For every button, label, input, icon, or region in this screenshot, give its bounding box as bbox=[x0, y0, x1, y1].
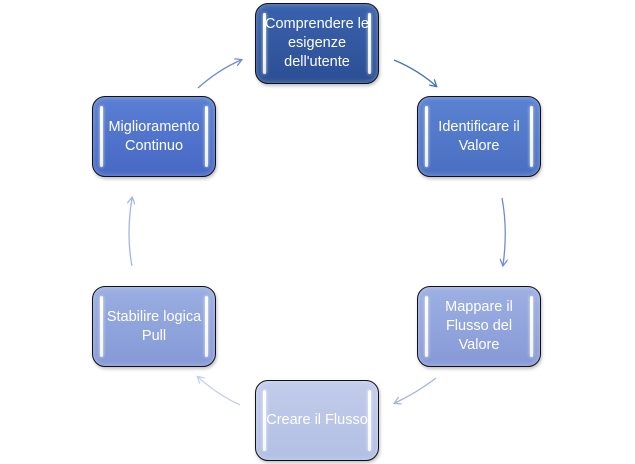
highlight-bar bbox=[425, 296, 428, 357]
arrow-n2-to-n3 bbox=[502, 197, 505, 265]
highlight-bar bbox=[368, 390, 371, 451]
arrow-n4-to-n5 bbox=[198, 377, 241, 406]
node-label: Identificare il Valore bbox=[438, 118, 520, 154]
node-comprendere-esigenze[interactable]: Comprendere le esigenze dell'utente bbox=[255, 3, 379, 84]
highlight-bar bbox=[205, 106, 208, 167]
highlight-bar bbox=[100, 296, 103, 357]
arrow-n3-to-n4 bbox=[395, 377, 437, 403]
node-label: Stabilire logica Pull bbox=[106, 308, 202, 344]
arrow-n1-to-n2 bbox=[393, 59, 436, 86]
arrow-n5-to-n6 bbox=[129, 198, 132, 267]
node-identificare-valore[interactable]: Identificare il Valore bbox=[417, 96, 541, 177]
highlight-bar bbox=[530, 296, 533, 357]
highlight-bar bbox=[263, 13, 266, 74]
node-label: Creare il Flusso bbox=[266, 412, 368, 428]
highlight-bar bbox=[100, 106, 103, 167]
node-label: Mappare il Flusso del Valore bbox=[445, 299, 513, 353]
node-creare-flusso[interactable]: Creare il Flusso bbox=[255, 380, 379, 461]
highlight-bar bbox=[425, 106, 428, 167]
node-mappare-flusso[interactable]: Mappare il Flusso del Valore bbox=[417, 286, 541, 367]
highlight-bar bbox=[368, 13, 371, 74]
highlight-bar bbox=[263, 390, 266, 451]
highlight-bar bbox=[205, 296, 208, 357]
node-label: Comprendere le esigenze dell'utente bbox=[265, 16, 369, 70]
highlight-bar bbox=[530, 106, 533, 167]
node-label: Miglioramento Continuo bbox=[108, 118, 200, 154]
arrow-n6-to-n1 bbox=[197, 60, 241, 89]
node-stabilire-pull[interactable]: Stabilire logica Pull bbox=[92, 286, 216, 367]
node-miglioramento-continuo[interactable]: Miglioramento Continuo bbox=[92, 96, 216, 177]
